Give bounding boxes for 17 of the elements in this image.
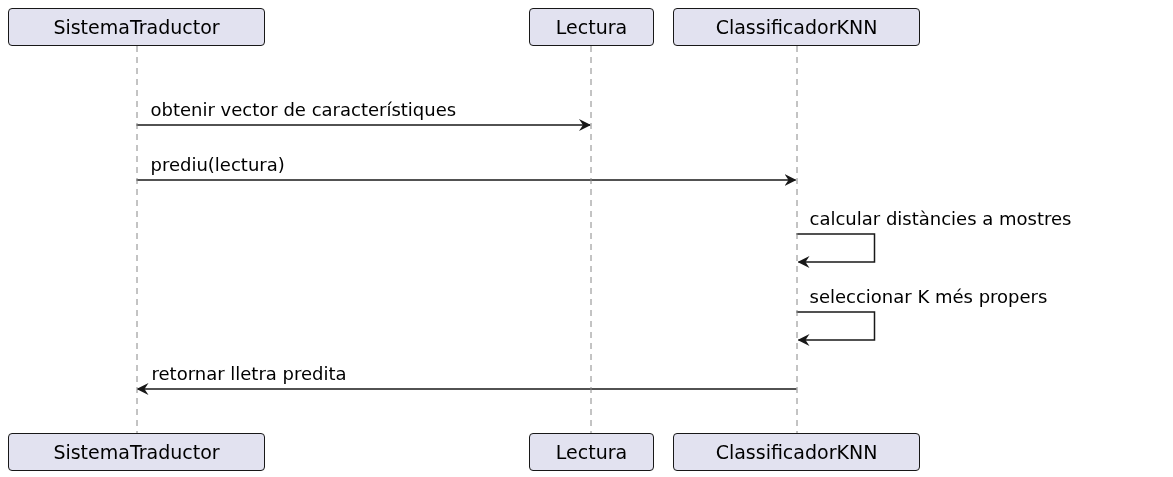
participant-box: Lectura	[529, 433, 654, 471]
message-arrow	[135, 119, 591, 131]
self-message-arrow	[795, 311, 876, 346]
message-label: retornar lletra predita	[150, 363, 348, 385]
participant-box: ClassificadorKNN	[673, 433, 920, 471]
participant-box: SistemaTraductor	[8, 433, 265, 471]
message-label: prediu(lectura)	[149, 154, 286, 176]
lifeline	[135, 46, 138, 433]
message-label: obtenir vector de característiques	[149, 99, 458, 121]
lifeline	[795, 46, 798, 433]
participant-box: ClassificadorKNN	[673, 8, 920, 46]
participant-box: Lectura	[529, 8, 654, 46]
message-arrow	[135, 174, 797, 186]
participant-box: SistemaTraductor	[8, 8, 265, 46]
lifeline	[590, 46, 592, 433]
self-message-arrow	[795, 233, 876, 268]
message-label: seleccionar K més propers	[808, 286, 1049, 308]
